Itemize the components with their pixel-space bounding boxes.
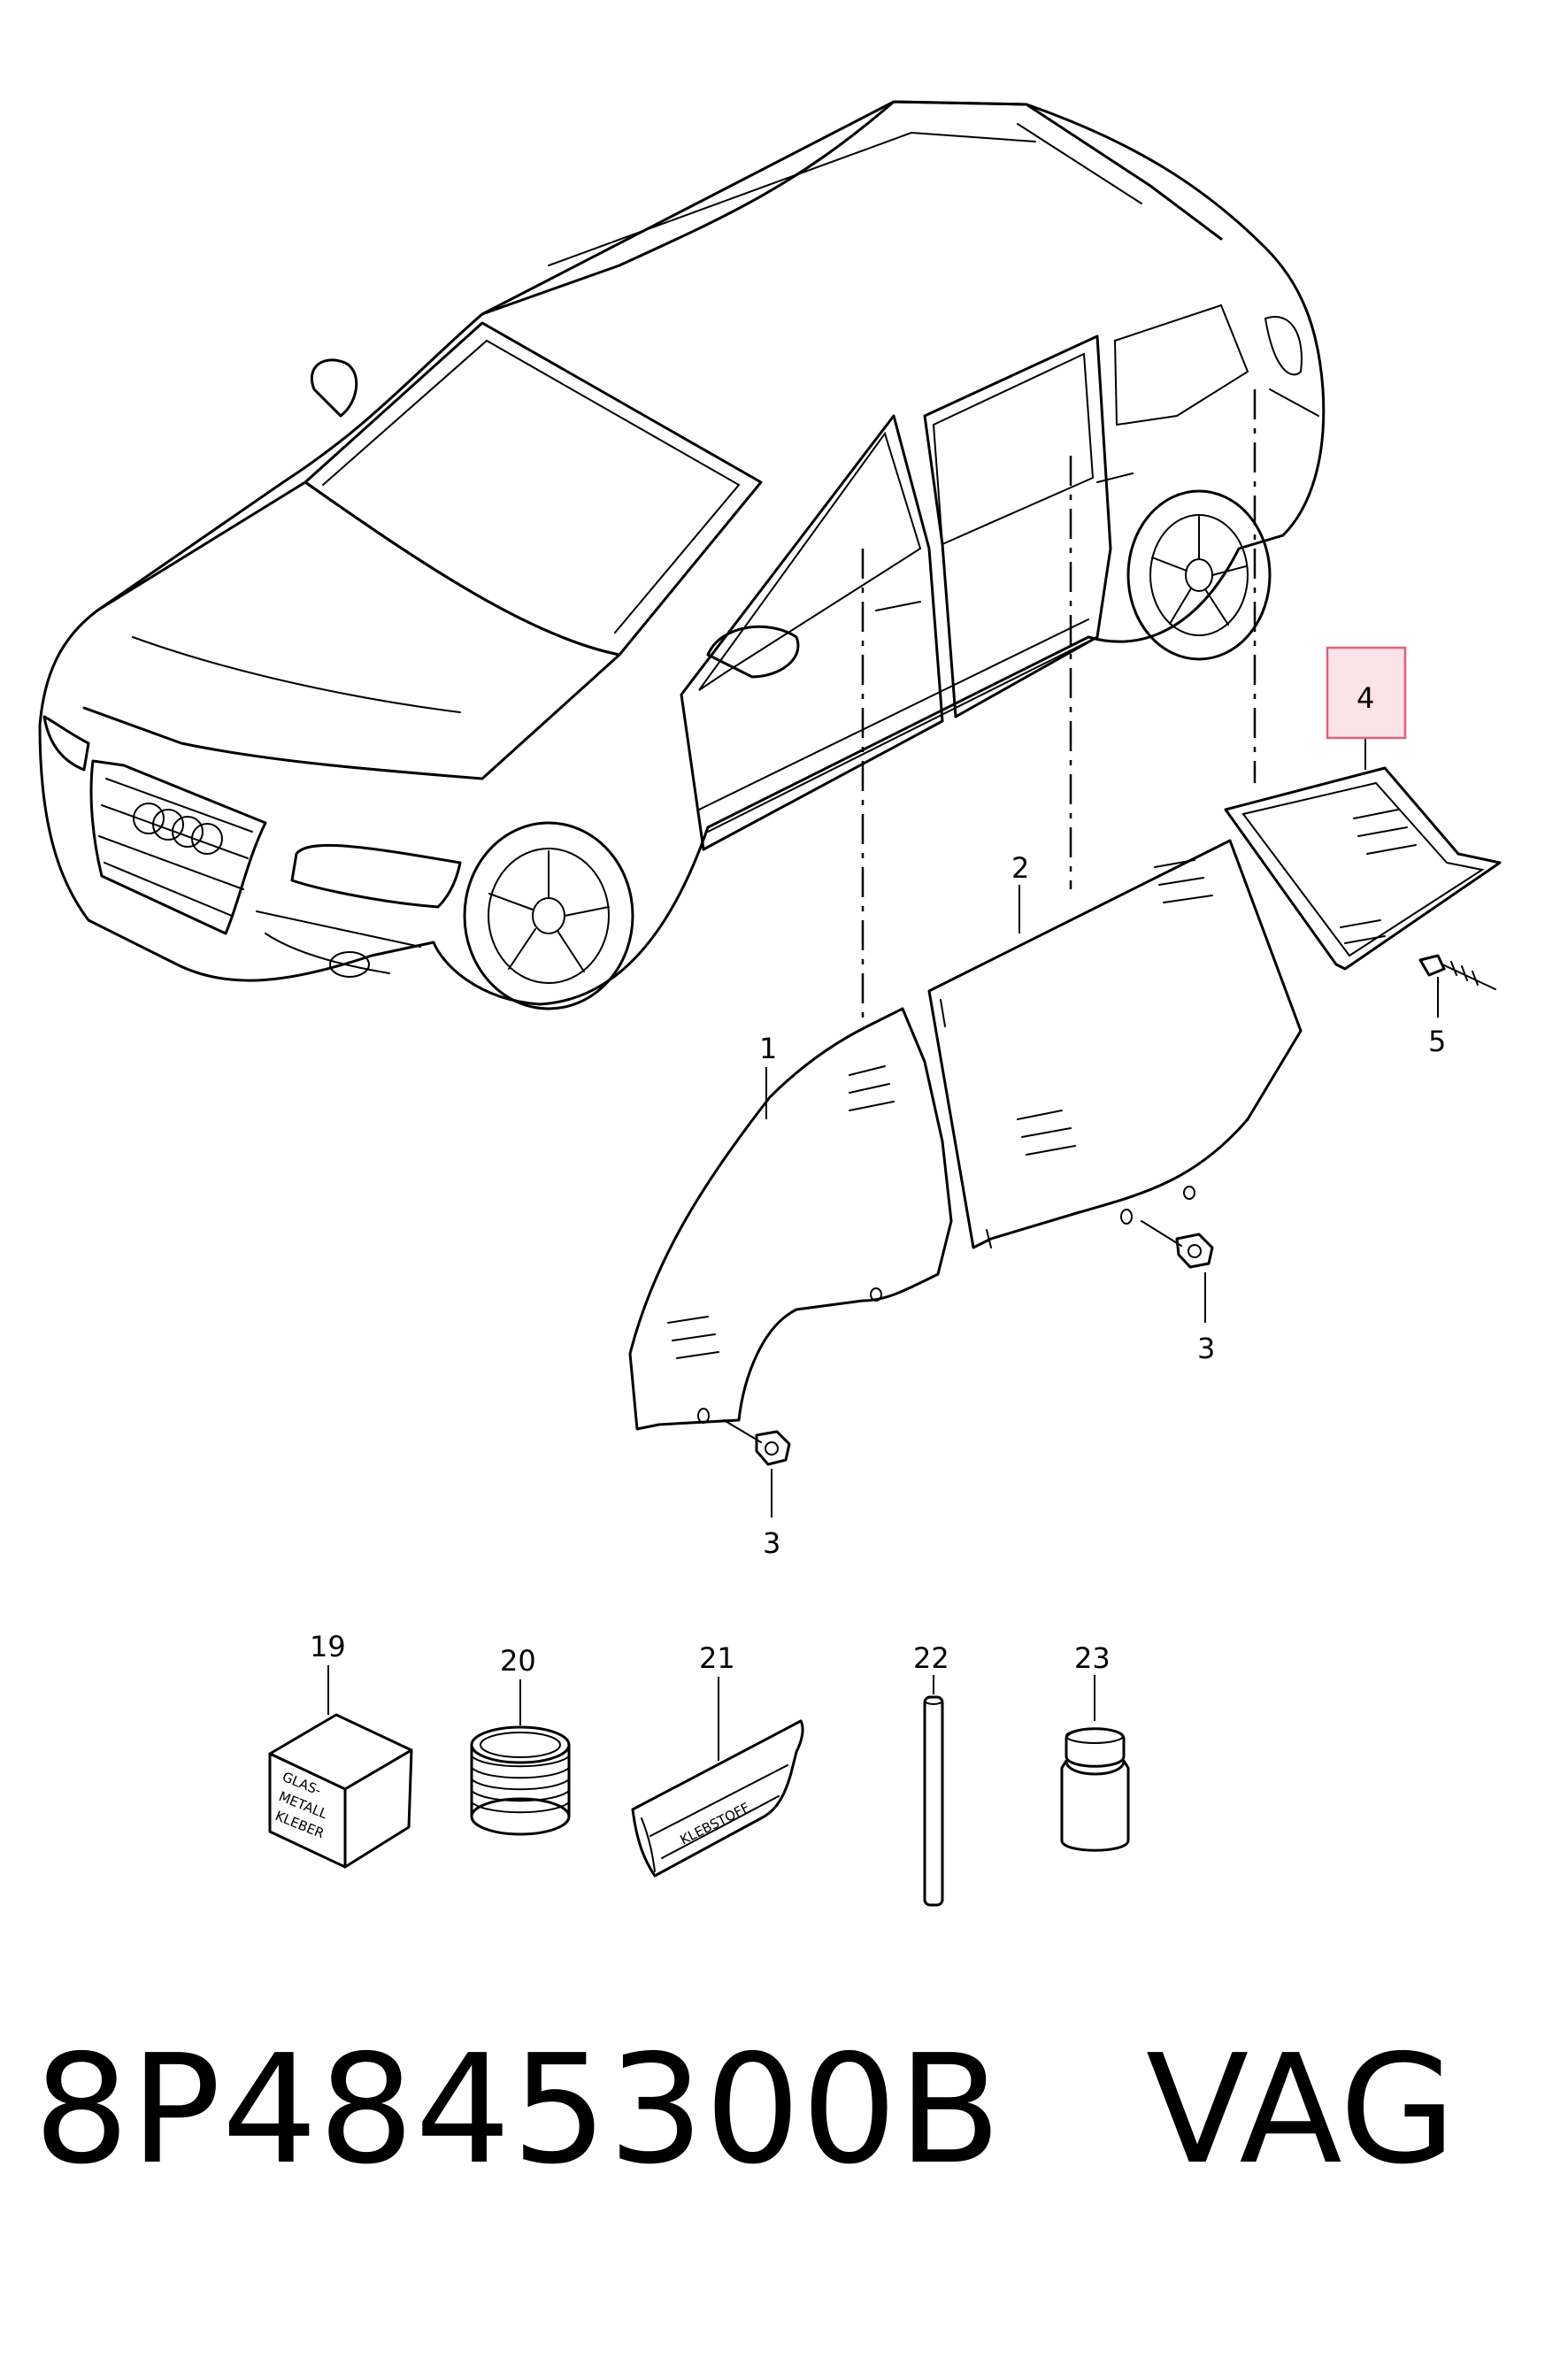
car-left-headlight <box>290 843 462 909</box>
car-rear-door <box>923 334 1112 718</box>
callout-4: 4 <box>1357 681 1374 715</box>
part-23-primer-bottle <box>1060 1727 1130 1852</box>
callout-19: 19 <box>310 1630 346 1663</box>
callout-2: 2 <box>1011 851 1029 885</box>
footer-brand: VAG <box>1146 2023 1457 2198</box>
callout-1: 1 <box>759 1032 777 1065</box>
part-20-adhesive-roll <box>470 1725 571 1836</box>
screw-5 <box>1418 954 1496 990</box>
audi-rings-icon <box>133 803 223 855</box>
part-22-rod <box>923 1695 944 1907</box>
callout-22: 22 <box>913 1641 949 1675</box>
callout-23: 23 <box>1074 1641 1111 1675</box>
bolt-3-front <box>723 1419 791 1466</box>
car-front-wheel <box>463 821 634 1010</box>
part-4-quarter-glass <box>1224 766 1502 971</box>
car-illustration <box>38 100 1326 1010</box>
car-windshield <box>304 321 763 657</box>
car-hood <box>82 480 621 780</box>
car-front-door <box>680 414 944 851</box>
car-right-headlight <box>42 715 90 772</box>
part-1-front-door-glass <box>628 1007 953 1431</box>
bolt-3-rear <box>1141 1220 1214 1269</box>
callout-5: 5 <box>1428 1025 1446 1058</box>
callout-20: 20 <box>500 1644 536 1678</box>
callout-21: 21 <box>699 1641 735 1675</box>
highlight-box-part-4 <box>1326 646 1407 740</box>
part-2-rear-door-glass <box>927 839 1303 1249</box>
footer-part-number: 8P4845300B <box>34 2023 1003 2198</box>
car-left-mirror <box>311 358 358 418</box>
callout-3-rear: 3 <box>1197 1332 1215 1365</box>
callout-3-front: 3 <box>763 1526 780 1560</box>
car-rear-wheel <box>1126 489 1272 661</box>
car-roof <box>480 100 1223 316</box>
part-21-adhesive-tube: KLEBSTOFF <box>631 1719 804 1878</box>
part-19-adhesive-box: GLAS- METALL KLEBER <box>268 1713 413 1869</box>
car-front-grille <box>89 759 267 935</box>
